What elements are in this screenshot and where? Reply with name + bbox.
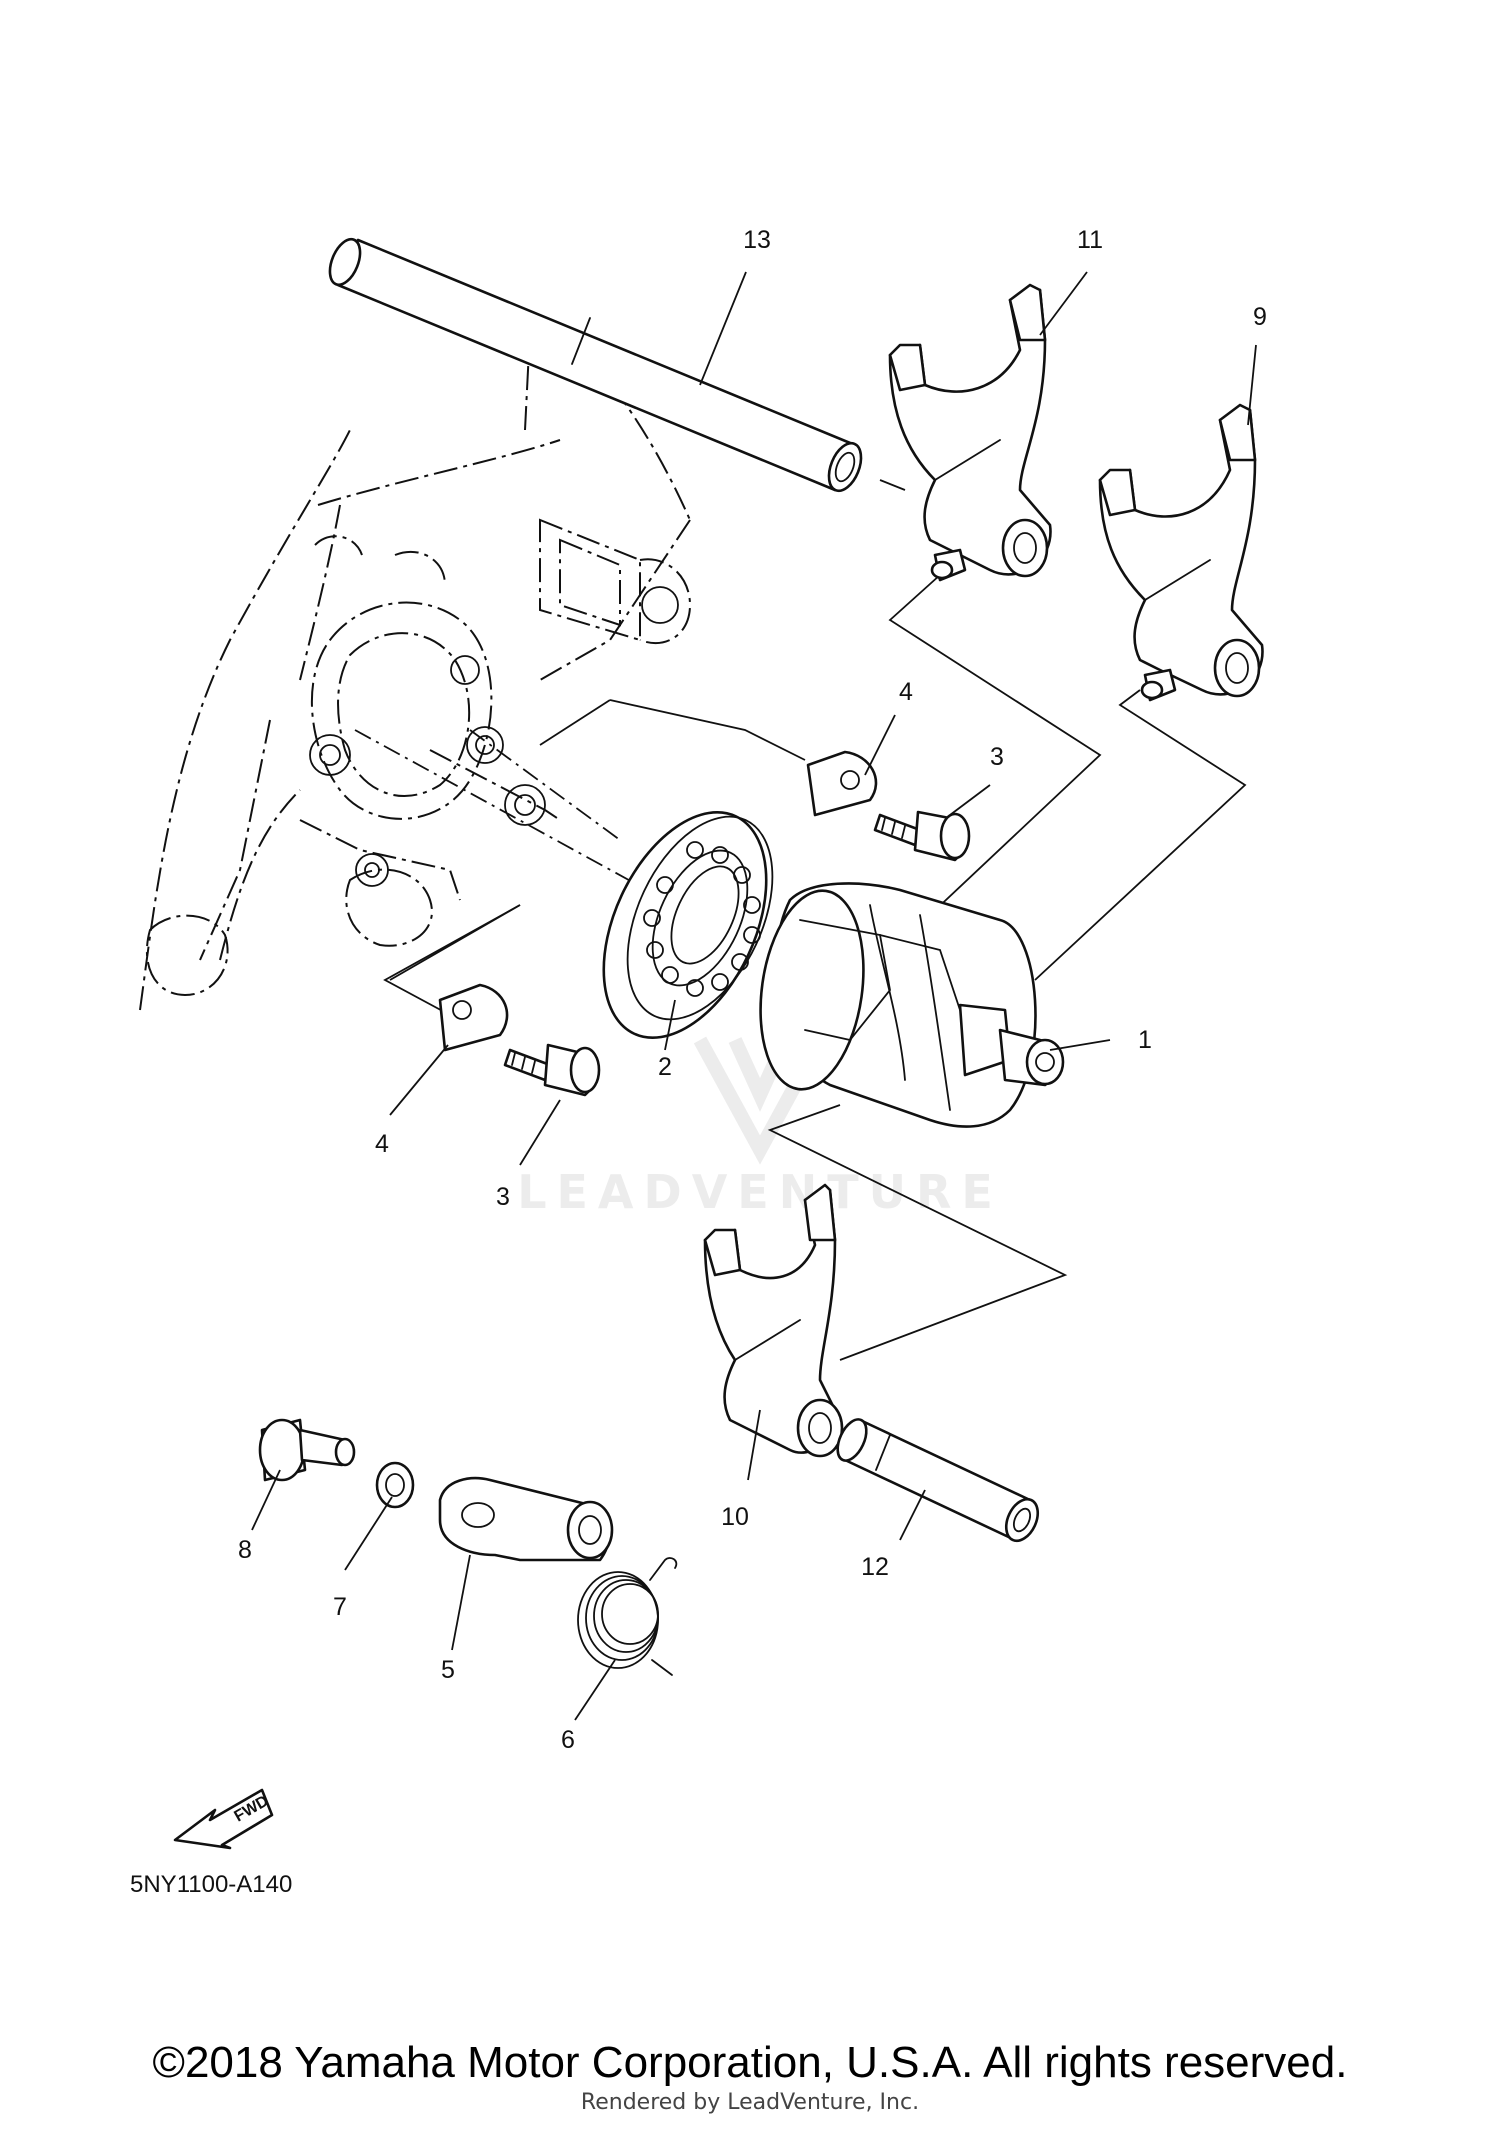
- callout-4-upper: 4: [899, 678, 913, 706]
- part-shift-cam: [759, 882, 1065, 1128]
- watermark-text: LEADVENTURE: [517, 1165, 1003, 1219]
- callout-7: 7: [333, 1593, 347, 1621]
- part-collar-7: [375, 1461, 415, 1509]
- part-bearing: [602, 810, 774, 1040]
- callout-8: 8: [238, 1536, 252, 1564]
- callout-13: 13: [743, 226, 771, 254]
- part-shift-fork-10: [703, 1183, 844, 1458]
- part-shift-fork-9: [1098, 403, 1264, 702]
- part-stopper-lever: [438, 1476, 614, 1562]
- callout-3-lower: 3: [496, 1183, 510, 1211]
- callout-10: 10: [721, 1503, 749, 1531]
- part-shift-fork-11: [888, 283, 1052, 582]
- callout-leaders: [251, 271, 1257, 1721]
- crankcase-outline: [139, 329, 692, 1011]
- forward-direction-arrow: FWD: [173, 1788, 274, 1850]
- copyright-notice: ©2018 Yamaha Motor Corporation, U.S.A. A…: [152, 2038, 1348, 2087]
- callout-4-lower: 4: [375, 1130, 389, 1158]
- callout-1: 1: [1138, 1026, 1152, 1054]
- part-bolt-upper: [873, 810, 971, 862]
- callout-9: 9: [1253, 303, 1267, 331]
- part-bolt-8: [258, 1418, 356, 1482]
- part-plate-lower: [438, 983, 509, 1052]
- assembly-lines: [354, 479, 1247, 1361]
- callout-3-upper: 3: [990, 743, 1004, 771]
- part-shift-guide-bar: [328, 237, 863, 493]
- callout-5: 5: [441, 1656, 455, 1684]
- rendered-by-credit: Rendered by LeadVenture, Inc.: [580, 2090, 920, 2115]
- callout-numbers: 13 11 9 4 3 1 2 4 3 10 12 8 7 5 6: [238, 226, 1267, 1754]
- part-torsion-spring: [577, 1557, 678, 1676]
- callout-11: 11: [1077, 226, 1103, 254]
- callout-12: 12: [861, 1553, 889, 1581]
- callout-2: 2: [658, 1053, 672, 1081]
- callout-6: 6: [561, 1726, 575, 1754]
- diagram-code: 5NY1100-A140: [130, 1871, 292, 1898]
- part-bolt-lower: [503, 1043, 601, 1097]
- part-plate-upper: [806, 750, 878, 817]
- part-guide-pin: [836, 1418, 1040, 1543]
